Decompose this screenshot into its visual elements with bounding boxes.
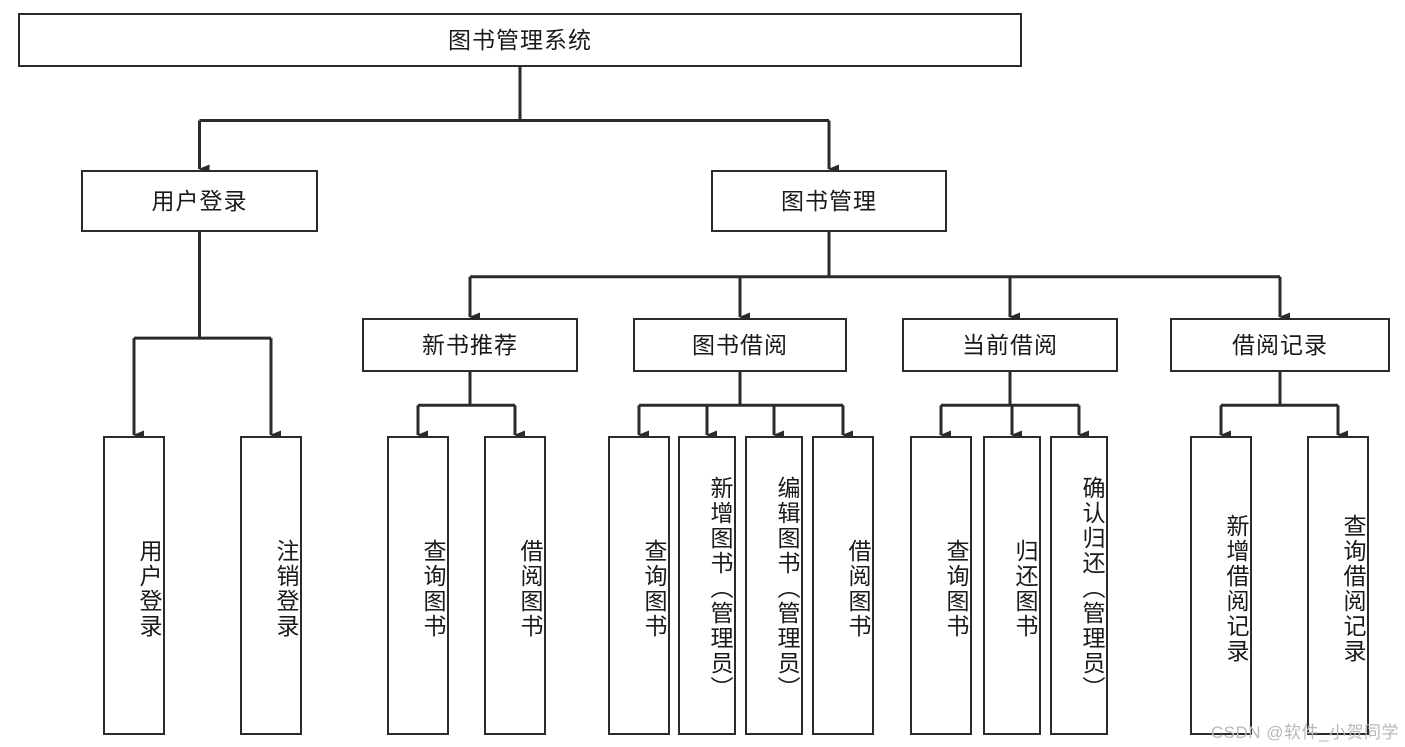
node-l-query1[interactable]: 查询图书 (387, 436, 449, 735)
node-newrec[interactable]: 新书推荐 (362, 318, 578, 372)
node-label: 确认归还（管理员） (1079, 476, 1105, 701)
node-bookmgmt[interactable]: 图书管理 (711, 170, 947, 232)
node-l-add[interactable]: 新增图书（管理员） (678, 436, 736, 735)
node-records[interactable]: 借阅记录 (1170, 318, 1390, 372)
node-label: 借阅图书 (517, 538, 543, 639)
node-label: 新增图书（管理员） (707, 476, 733, 701)
node-label: 编辑图书（管理员） (774, 476, 800, 701)
node-l-borrow2[interactable]: 借阅图书 (812, 436, 874, 735)
node-label: 当前借阅 (962, 331, 1058, 358)
node-root[interactable]: 图书管理系统 (18, 13, 1022, 67)
node-label: 用户登录 (151, 187, 248, 214)
node-label: 借阅图书 (845, 538, 871, 639)
node-label: 图书管理 (781, 187, 877, 214)
node-label: 查询图书 (641, 538, 667, 639)
node-l-edit[interactable]: 编辑图书（管理员） (745, 436, 803, 735)
node-label: 图书管理系统 (448, 26, 592, 53)
node-l-query3[interactable]: 查询图书 (910, 436, 972, 735)
node-l-logout[interactable]: 注销登录 (240, 436, 302, 735)
node-current[interactable]: 当前借阅 (902, 318, 1118, 372)
node-login[interactable]: 用户登录 (81, 170, 318, 232)
node-label: 图书借阅 (692, 331, 788, 358)
node-label: 新书推荐 (422, 331, 518, 358)
node-l-confirm[interactable]: 确认归还（管理员） (1050, 436, 1108, 735)
node-borrow[interactable]: 图书借阅 (633, 318, 847, 372)
node-l-return[interactable]: 归还图书 (983, 436, 1041, 735)
node-label: 归还图书 (1012, 538, 1038, 639)
node-l-addrec[interactable]: 新增借阅记录 (1190, 436, 1252, 735)
node-label: 查询借阅记录 (1340, 513, 1366, 664)
node-l-borrow1[interactable]: 借阅图书 (484, 436, 546, 735)
node-l-login[interactable]: 用户登录 (103, 436, 165, 735)
node-label: 用户登录 (136, 538, 162, 639)
node-l-query2[interactable]: 查询图书 (608, 436, 670, 735)
node-label: 查询图书 (943, 538, 969, 639)
node-label: 新增借阅记录 (1223, 513, 1249, 664)
csdn-watermark: CSDN @软件_小贺同学 (1210, 723, 1399, 742)
node-label: 查询图书 (420, 538, 446, 639)
node-label: 借阅记录 (1232, 331, 1328, 358)
node-l-queryrec[interactable]: 查询借阅记录 (1307, 436, 1369, 735)
node-label: 注销登录 (273, 538, 299, 639)
